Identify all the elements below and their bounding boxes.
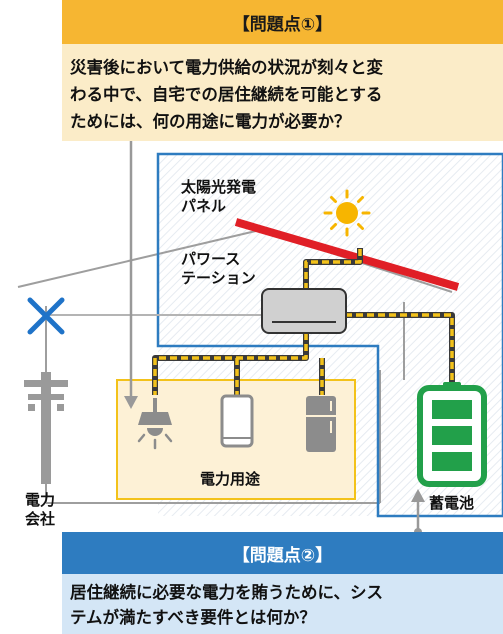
problem1-line-3: ためには、何の用途に電力が必要か？ — [70, 112, 351, 131]
problem1-arrow — [124, 128, 138, 409]
solar-panel-label: 太陽光発電 パネル — [181, 178, 256, 216]
problem2-line-1: 居住継続に必要な電力を賄うために、シス — [70, 583, 384, 602]
problem2-heading: 【問題点②】 — [62, 532, 503, 574]
company-label-line-2: 会社 — [25, 510, 56, 528]
power-conditioner — [261, 288, 347, 334]
pcs-label-line-2: テーション — [181, 269, 256, 287]
power-company-label: 電力 会社 — [25, 491, 55, 529]
solar-panel — [234, 218, 460, 291]
pcs-label-line-1: パワース — [181, 250, 241, 268]
problem2-line-2: テムが満たすべき要件とは何か？ — [70, 608, 316, 627]
power-conditioner-label: パワース テーション — [181, 250, 256, 288]
battery-label: 蓄電池 — [429, 494, 475, 512]
solar-label-line-1: 太陽光発電 — [181, 178, 257, 196]
usage-label: 電力用途 — [200, 470, 261, 488]
problem1-text: 災害後において電力供給の状況が刻々と変 わる中で、自宅での居住継続を可能とする … — [62, 44, 503, 141]
disconnect-cross-icon — [27, 297, 65, 335]
utility-pole-icon — [24, 372, 68, 484]
wires — [152, 248, 455, 395]
ceiling-light-icon — [137, 398, 173, 450]
smartphone-icon — [220, 394, 254, 448]
battery-icon — [417, 382, 487, 487]
problem1-line-2: わる中で、自宅での居住継続を可能とする — [70, 85, 383, 104]
sun-icon — [323, 189, 371, 237]
system-boundary — [156, 152, 503, 518]
problem1-heading: 【問題点①】 — [62, 0, 503, 44]
refrigerator-icon — [306, 396, 336, 452]
solar-label-line-2: パネル — [181, 197, 227, 215]
company-label-line-1: 電力 — [25, 491, 56, 509]
problem2-text: 居住継続に必要な電力を賄うために、シス テムが満たすべき要件とは何か？ — [62, 574, 503, 634]
problem1-line-1: 災害後において電力供給の状況が刻々と変 — [70, 58, 384, 77]
